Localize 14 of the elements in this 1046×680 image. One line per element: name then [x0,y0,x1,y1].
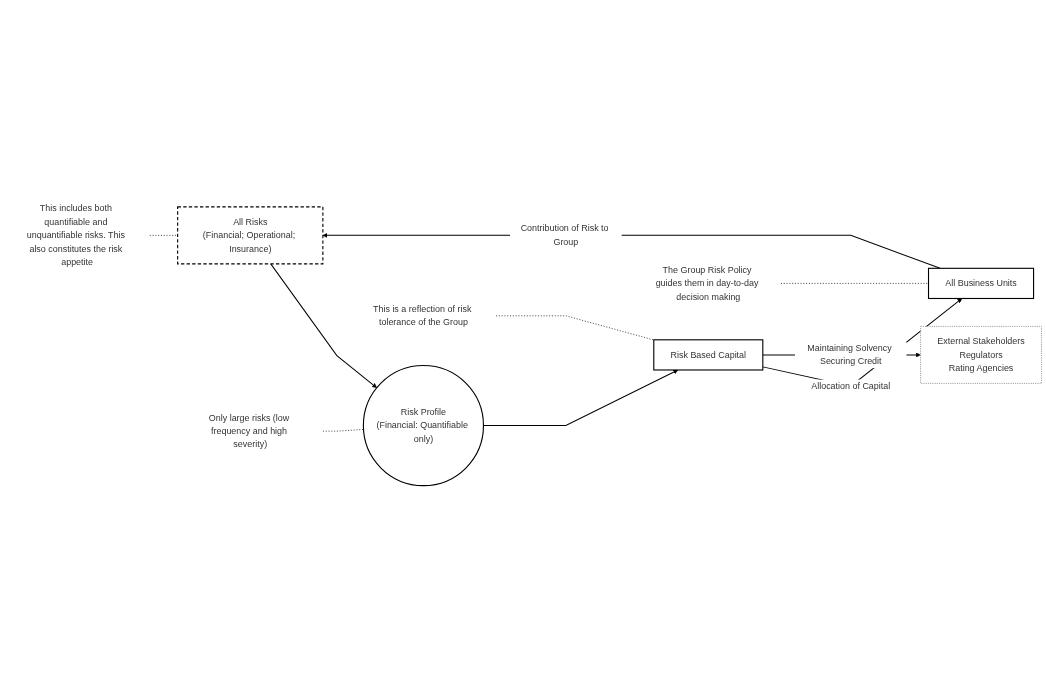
edge-label: Maintaining Solvency Securing Credit [807,343,892,367]
node-box: Risk Based Capital [653,339,764,371]
node-box: All Risks (Financial; Operational; Insurance) [177,206,324,265]
edge-label: Contribution of Risk to Group [520,224,609,247]
node-text: This is a reflection of risk tolerance of the Group [373,304,472,328]
node-text: Only large risks (low frequency and high severity) [208,413,290,450]
node-circle: Risk Profile (Financial: Quantifiable only) [362,365,485,487]
node-text: This includes both quantifiable and unquantifiable risks. This also constitutes the risk appetite [26,203,125,268]
connector [149,235,178,237]
edge-label: Allocation of Capital [811,381,891,392]
arrow [270,263,377,389]
node-box: External Stakeholders Regulators Rating Agencies [920,326,1042,385]
node-text: The Group Risk Policy guides them in day-to-day decision making [655,265,759,302]
node-box: All Business Units [927,268,1035,300]
